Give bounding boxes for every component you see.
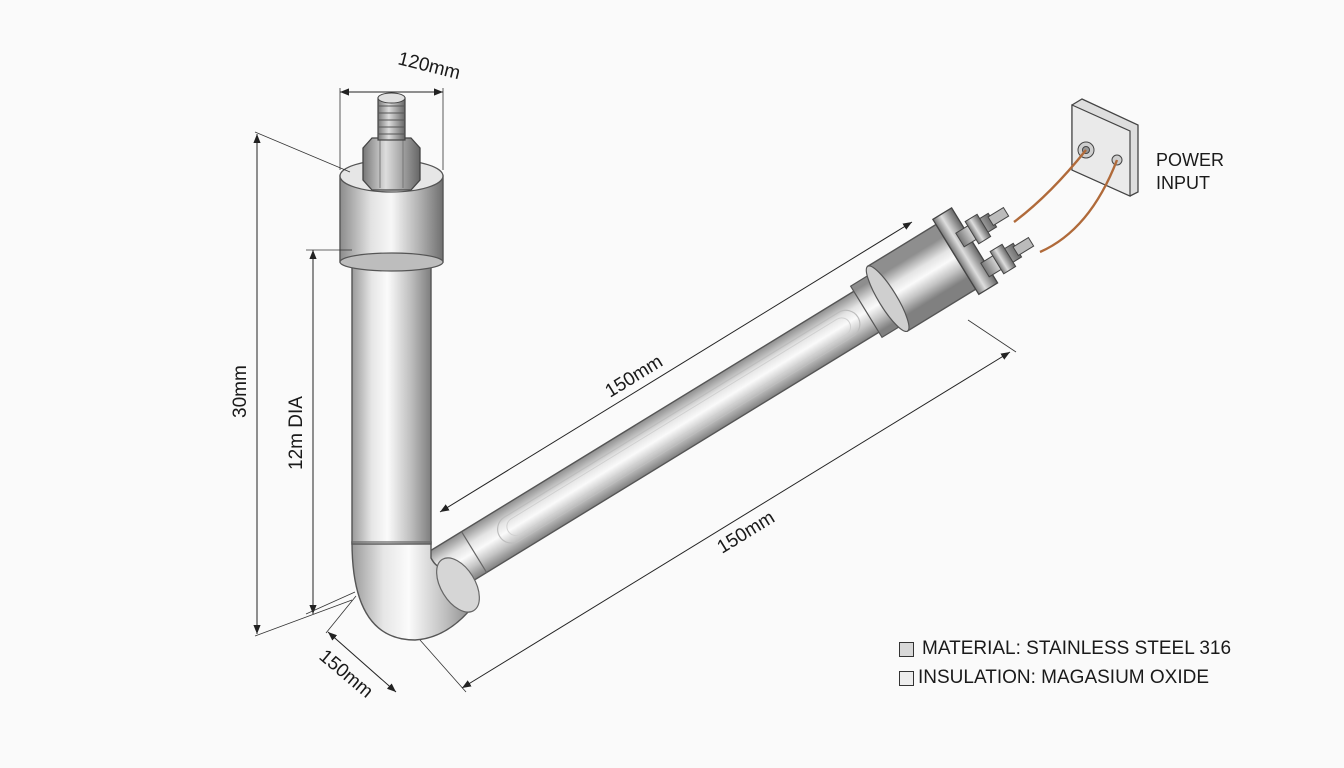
dim-upper-length-line [439, 221, 913, 513]
legend-swatch-insulation [899, 670, 914, 686]
horizontal-tube [426, 206, 999, 595]
power-input-line1: POWER [1156, 150, 1225, 170]
dim-tube-diameter: 12m DIA [286, 396, 307, 470]
dim-top-width: 120mm [396, 48, 463, 84]
vertical-tube [339, 92, 444, 545]
power-wire-2 [1039, 159, 1119, 254]
legend-text-insulation: INSULATION: MAGASIUM OXIDE [918, 667, 1210, 688]
dim-lower-length-line [461, 351, 1011, 689]
dim-lower-length: 150mm [714, 507, 779, 558]
power-wire-1 [1013, 149, 1087, 223]
dim-bend-line [327, 631, 397, 693]
power-input-box [1071, 98, 1139, 197]
legend-swatch-material [899, 641, 914, 657]
dim-bend-width: 150mm [315, 646, 377, 703]
legend-item-material: MATERIAL: STAINLESS STEEL 316 [899, 638, 1231, 660]
legend-text-material: MATERIAL: STAINLESS STEEL 316 [922, 638, 1232, 659]
power-input-label: POWER INPUT [1156, 149, 1224, 195]
dim-overall-height: 30mm [230, 365, 251, 418]
power-input-line2: INPUT [1156, 173, 1210, 193]
dim-upper-length: 150mm [602, 351, 667, 402]
legend-item-insulation: INSULATION: MAGASIUM OXIDE [899, 667, 1209, 689]
terminal-studs [955, 206, 1035, 278]
